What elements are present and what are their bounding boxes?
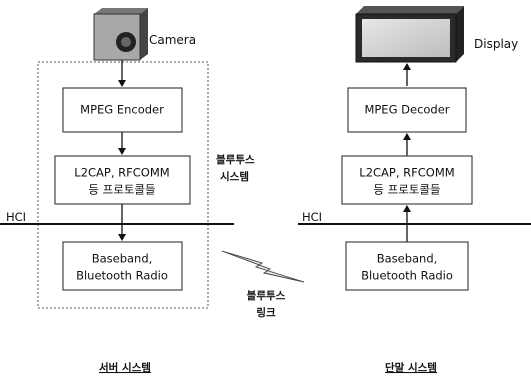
terminal-system: Display MPEG Decoder L2CAP, RFCOMM 등 프로토…	[298, 6, 531, 374]
terminal-protocol-line1: L2CAP, RFCOMM	[359, 166, 454, 180]
bluetooth-system-label-line2: 시스템	[220, 171, 249, 183]
server-baseband-box	[63, 242, 182, 290]
server-baseband-line1: Baseband,	[92, 252, 153, 266]
server-system: Camera MPEG Encoder L2CAP, RFCOMM 등 프로토콜…	[0, 8, 255, 374]
display-label: Display	[474, 37, 518, 51]
terminal-system-caption: 단말 시스템	[385, 361, 437, 374]
terminal-baseband-line2: Bluetooth Radio	[361, 269, 453, 283]
server-protocol-line1: L2CAP, RFCOMM	[74, 166, 169, 180]
mpeg-decoder-label: MPEG Decoder	[364, 103, 449, 117]
terminal-protocol-box	[342, 156, 472, 204]
bluetooth-link: 블루투스 링크	[222, 251, 304, 319]
server-baseband-line2: Bluetooth Radio	[76, 269, 168, 283]
bluetooth-link-label-line1: 블루투스	[247, 290, 286, 302]
camera-label: Camera	[149, 33, 196, 47]
terminal-baseband-line1: Baseband,	[377, 252, 438, 266]
camera-icon	[94, 8, 148, 60]
server-system-caption: 서버 시스템	[99, 361, 151, 374]
server-protocol-line2: 등 프로토콜들	[88, 183, 155, 197]
terminal-baseband-box	[346, 242, 468, 290]
server-protocol-box	[55, 156, 190, 204]
bluetooth-system-label-line1: 블루투스	[216, 154, 255, 166]
terminal-protocol-line2: 등 프로토콜들	[373, 183, 440, 197]
server-hci-label: HCI	[6, 210, 26, 224]
terminal-hci-label: HCI	[302, 210, 322, 224]
bluetooth-link-label-line2: 링크	[256, 307, 276, 319]
display-icon	[356, 6, 464, 62]
lightning-bolt-icon	[222, 251, 304, 282]
mpeg-encoder-label: MPEG Encoder	[80, 103, 164, 117]
